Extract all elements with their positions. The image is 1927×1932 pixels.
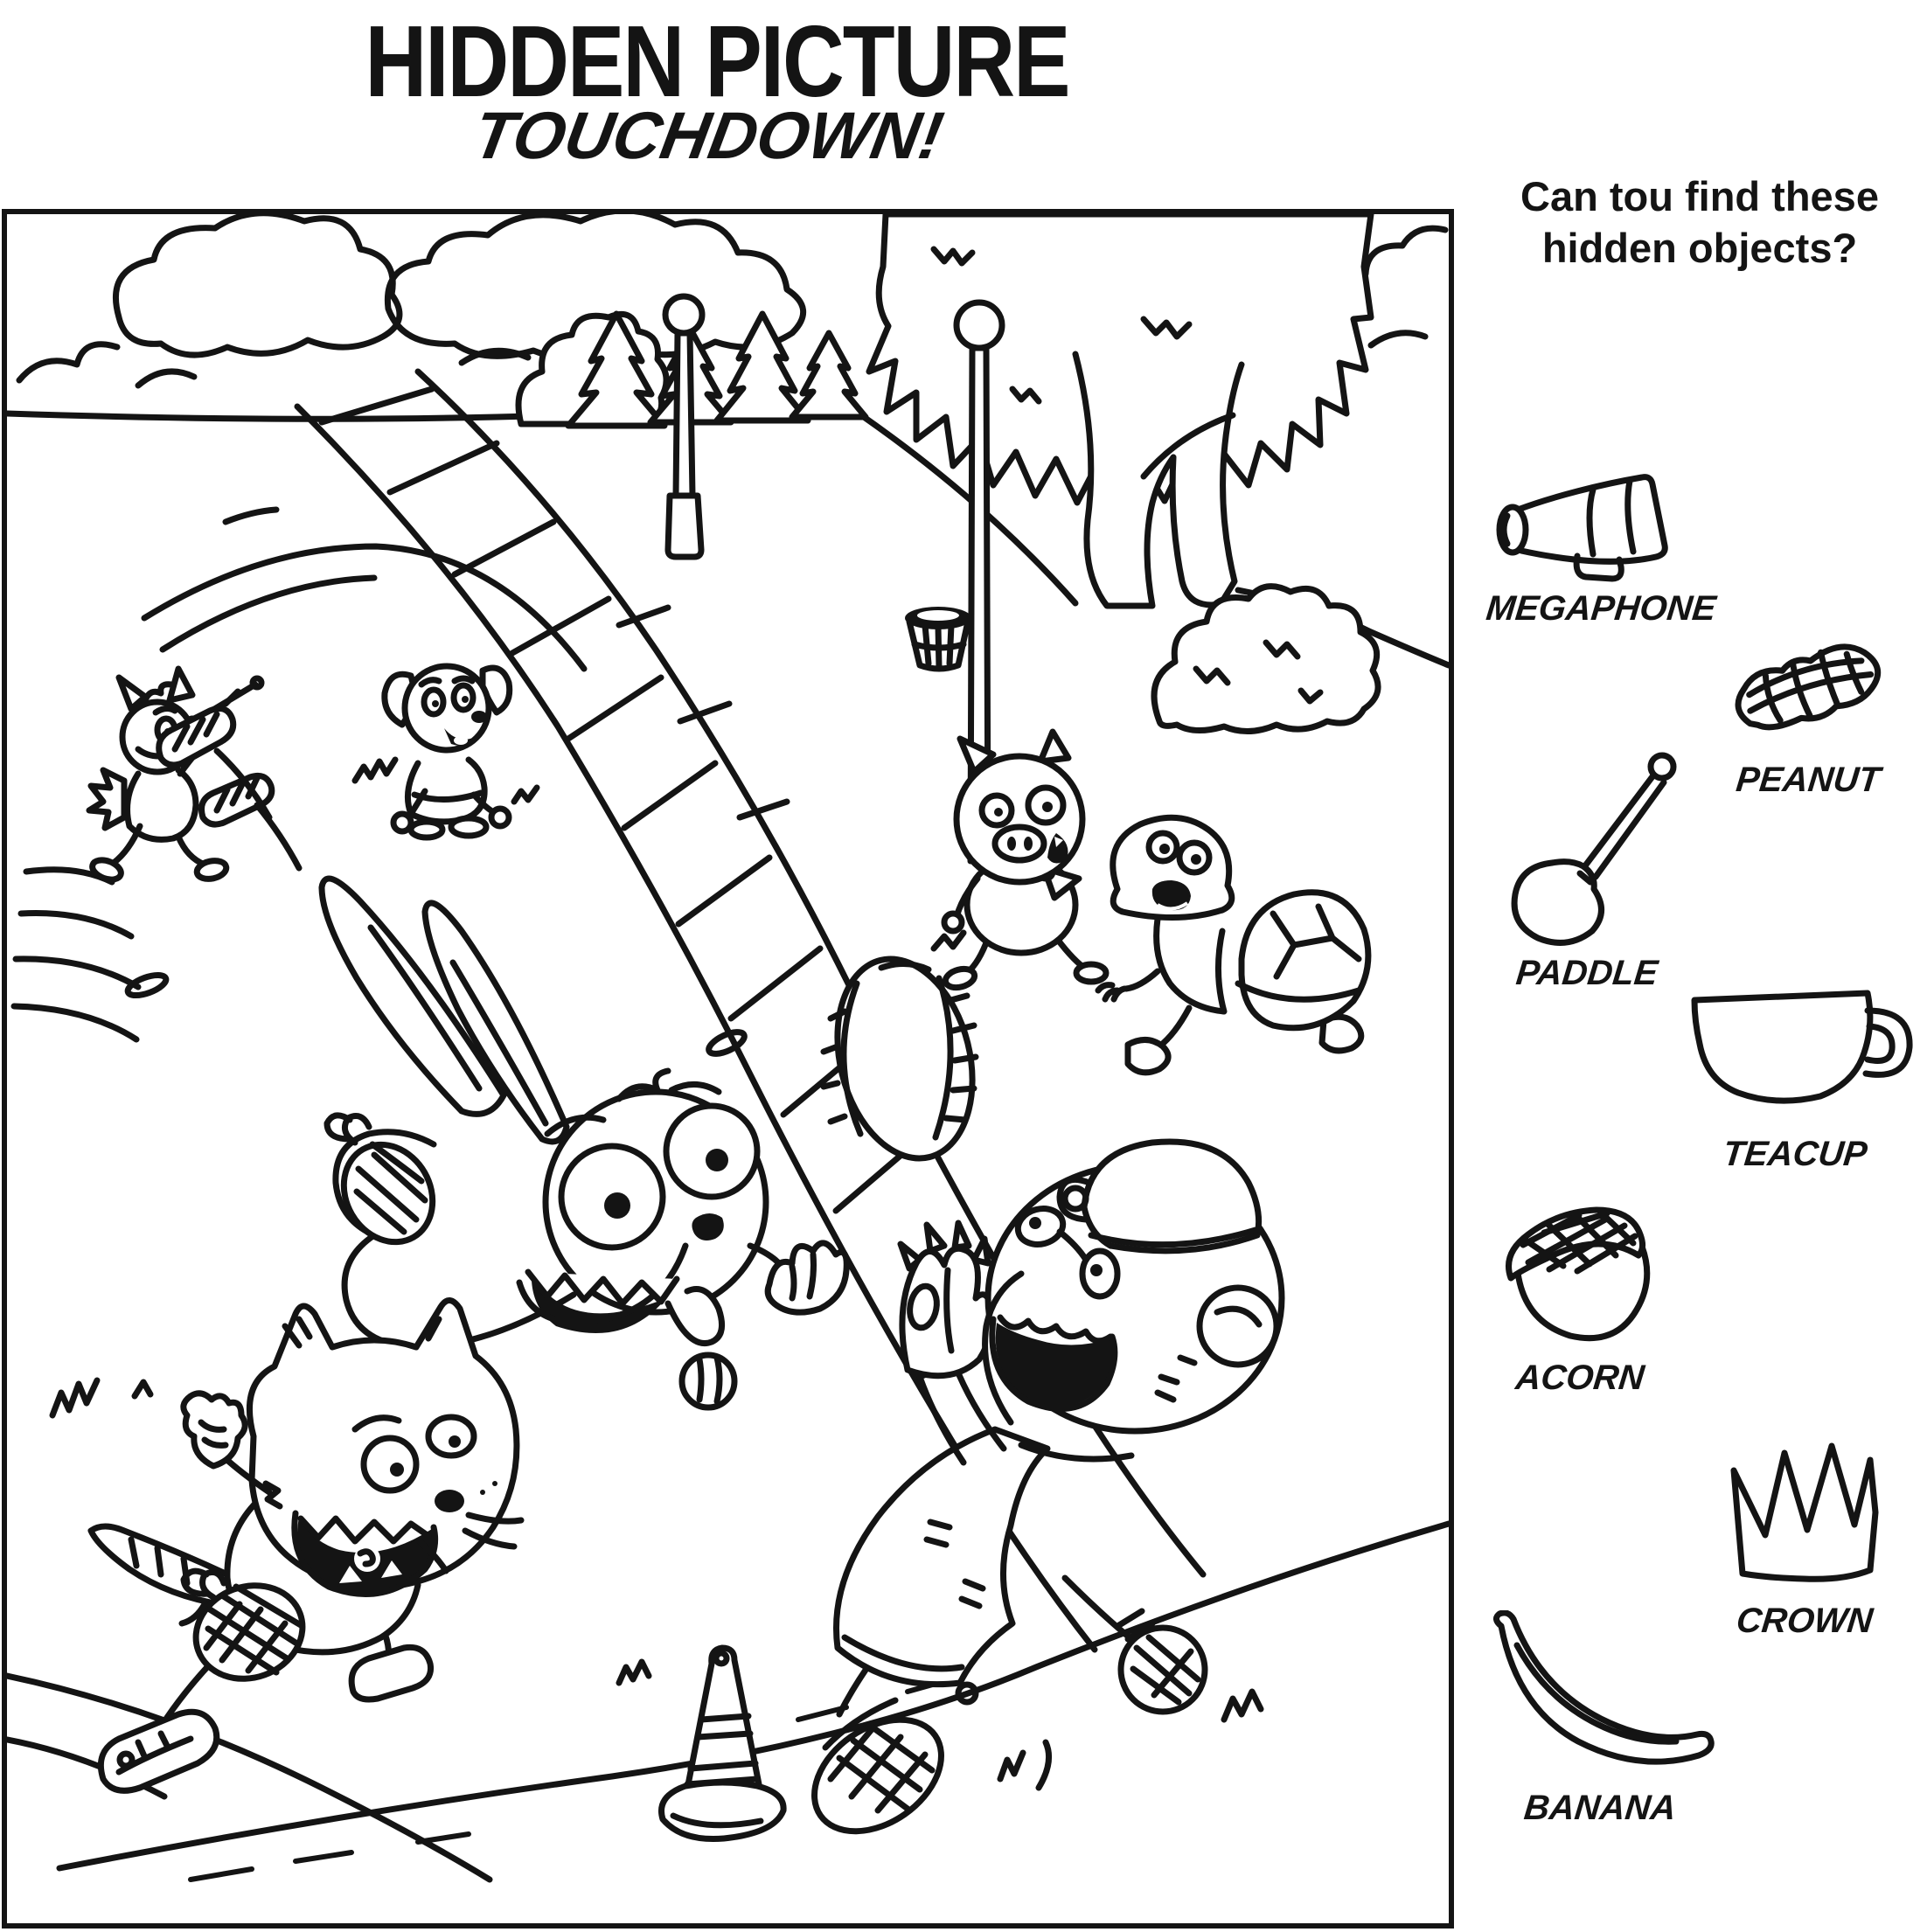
cat-character [87,1297,525,1794]
bushes-right [1151,583,1381,734]
find-label-peanut: PEANUT [1734,761,1882,799]
page-subtitle: TOUCHDOWN! [468,99,949,173]
puppy-character [381,663,513,841]
find-item-megaphone: MEGAPHONE [1484,462,1718,629]
find-prompt: Can tou find these hidden objects? [1520,173,1879,271]
find-item-teacup: TEACUP [1680,981,1913,1174]
hidden-picture-scene [2,209,1454,1929]
debris [124,971,748,1057]
throw-arc [141,506,588,672]
teacup-icon [1691,990,1913,1104]
paddle-icon [1511,752,1677,946]
basket [905,607,971,672]
find-item-crown: CROWN [1712,1432,1897,1641]
banana-icon [1493,1610,1715,1765]
tree [866,214,1374,609]
football [820,956,979,1162]
traffic-cone [658,1644,787,1843]
find-label-megaphone: MEGAPHONE [1484,589,1718,628]
crown-icon [1730,1442,1879,1582]
find-item-peanut: PEANUT [1716,626,1900,800]
page-title: HIDDEN PICTURE [365,4,1070,118]
peanut-icon [1735,643,1882,731]
find-label-paddle: PADDLE [1513,954,1660,992]
bear-character [811,1138,1285,1835]
clouds [16,214,1449,389]
find-label-crown: CROWN [1734,1602,1875,1640]
grass-tufts [49,756,1264,1791]
rabbit-character [156,705,850,1411]
motion-lines [10,866,142,1043]
acorn-icon [1506,1206,1651,1342]
find-label-acorn: ACORN [1513,1359,1646,1397]
megaphone-icon [1496,474,1668,582]
find-item-acorn: ACORN [1492,1189,1668,1398]
fox-character [86,665,265,883]
goal-post-left [662,293,706,560]
find-label-teacup: TEACUP [1721,1135,1869,1173]
turtle-character [1095,814,1372,1076]
pine-trees [565,310,869,429]
find-item-paddle: PADDLE [1482,747,1692,993]
pig-character [941,728,1110,991]
find-item-banana: BANANA [1481,1610,1719,1828]
find-label-banana: BANANA [1522,1789,1679,1827]
